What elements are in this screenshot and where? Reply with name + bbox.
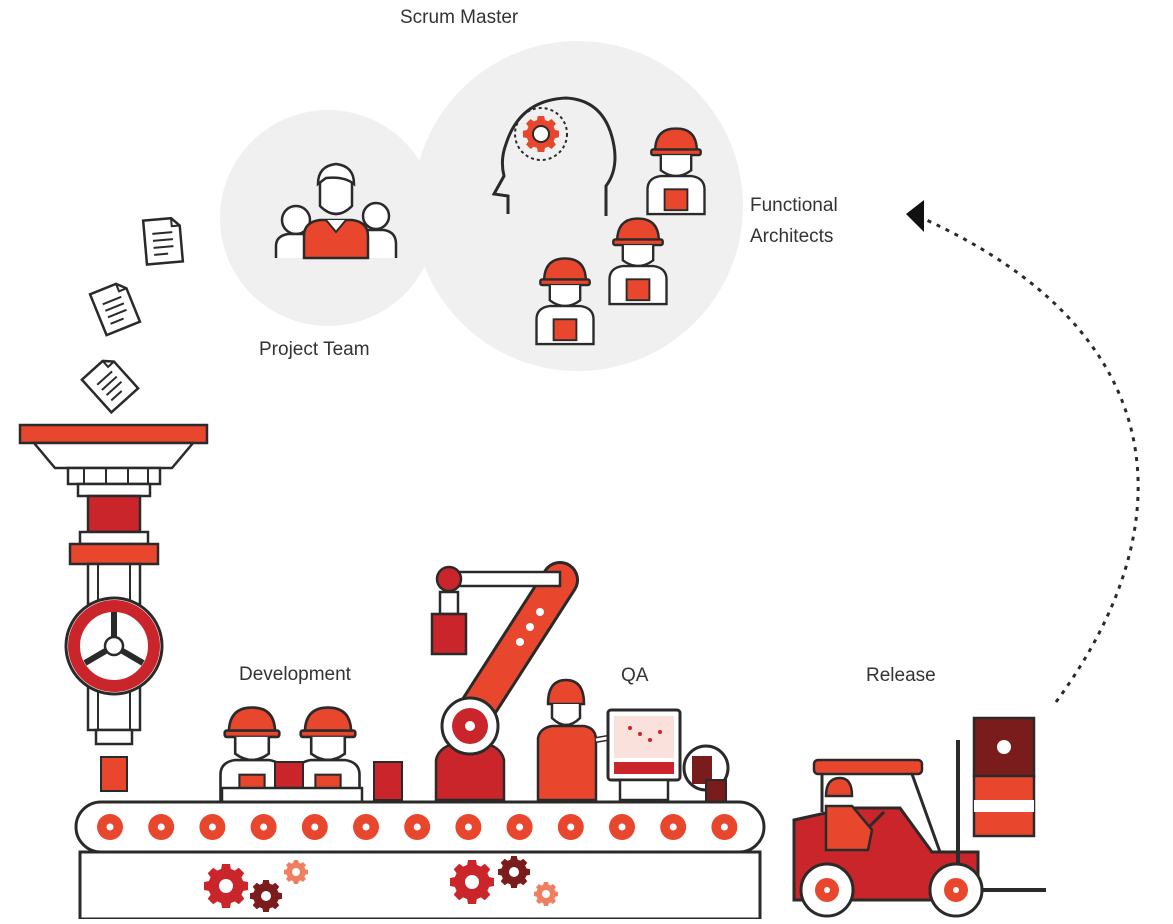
conveyor-roller-hub: [157, 823, 165, 831]
conveyor-roller-hub: [208, 823, 216, 831]
scrum-master-label: Scrum Master: [400, 7, 519, 28]
functional-architects-line-2: Architects: [750, 226, 834, 247]
conveyor-roller-hub: [106, 823, 114, 831]
conveyor-belt: [74, 800, 766, 921]
magnifier-icon: [682, 744, 730, 803]
screen-icon: [606, 708, 682, 802]
conveyor-roller-hub: [516, 823, 524, 831]
conveyor-roller-hub: [464, 823, 472, 831]
document-icon: [88, 279, 142, 337]
release-label: Release: [866, 665, 936, 686]
valve-wheel-icon: [64, 596, 164, 696]
conveyor-roller-hub: [669, 823, 677, 831]
release-box-icon: [972, 716, 1036, 838]
conveyor-rollers: [97, 814, 738, 840]
team-icon: [274, 162, 398, 260]
conveyor-roller-hub: [362, 823, 370, 831]
head-gear-icon: [491, 96, 617, 216]
dev-workers-icon: [219, 706, 403, 804]
document-icon: [80, 354, 140, 414]
project-team-circle: [220, 110, 436, 326]
conveyor-roller-hub: [618, 823, 626, 831]
development-label: Development: [239, 664, 351, 685]
functional-architects-line-1: Functional: [750, 195, 838, 216]
qa-label: QA: [621, 665, 649, 686]
feedback-arrow: [921, 216, 1140, 703]
conveyor-roller-hub: [260, 823, 268, 831]
document-icon: [141, 216, 185, 266]
conveyor-roller-hub: [720, 823, 728, 831]
project-team-label: Project Team: [259, 339, 370, 360]
conveyor-roller-hub: [567, 823, 575, 831]
qa-worker-icon: [536, 678, 631, 802]
hopper-icon: [18, 423, 209, 792]
conveyor-roller-hub: [311, 823, 319, 831]
feedback-arrowhead: [906, 200, 924, 232]
conveyor-roller-hub: [413, 823, 421, 831]
robot-arm-icon: [430, 561, 579, 802]
gear-icon: [204, 856, 558, 912]
forklift-icon: [792, 740, 1046, 918]
functional-architects-label: Functional Architects: [750, 190, 838, 252]
